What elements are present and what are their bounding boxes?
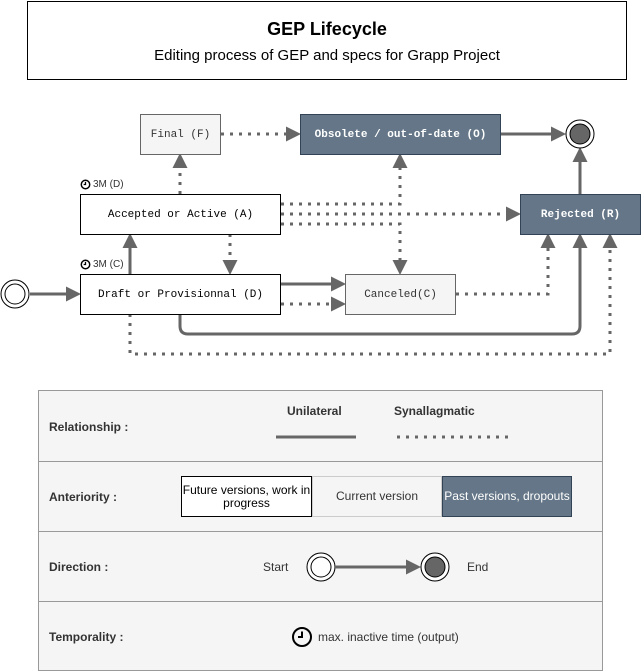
legend-anteriority-row: Anteriority : Future versions, work in p… (39, 461, 602, 531)
anteriority-past-box: Past versions, dropouts (442, 476, 572, 517)
direction-start-label: Start (263, 560, 289, 574)
legend-temporality-row: Temporality : max. inactive time (output… (39, 601, 602, 672)
direction-label: Direction : (49, 560, 109, 574)
relationship-line-samples (276, 435, 511, 439)
draft-timer: 3M (C) (80, 259, 124, 270)
draft-to-rejected-dotted-arrow (128, 233, 618, 356)
accepted-timer-label: 3M (D) (93, 179, 124, 190)
state-canceled: Canceled(C) (345, 274, 456, 315)
legend-direction-row: Direction : Start End (39, 531, 602, 601)
legend-relationship-row: Relationship : Unilateral Synallagmatic (39, 391, 602, 461)
end-node (565, 119, 595, 149)
lifecycle-connectors (0, 119, 618, 356)
relationship-label: Relationship : (49, 420, 129, 434)
anteriority-current-box: Current version (312, 476, 442, 517)
synallagmatic-label: Synallagmatic (394, 404, 475, 418)
clock-icon (80, 259, 91, 270)
start-node-sample (306, 552, 336, 582)
unilateral-label: Unilateral (287, 404, 342, 418)
state-draft: Draft or Provisionnal (D) (80, 274, 281, 315)
clock-icon (292, 627, 312, 647)
anteriority-label: Anteriority : (49, 490, 118, 504)
end-node-sample (420, 552, 450, 582)
state-obsolete: Obsolete / out-of-date (O) (300, 114, 501, 155)
temporality-text: max. inactive time (output) (318, 630, 459, 644)
canceled-to-rejected-arrow (456, 233, 556, 296)
diagram-title: GEP Lifecycle (267, 19, 387, 39)
state-rejected: Rejected (R) (520, 194, 641, 235)
draft-to-rejected-arrow (178, 233, 588, 336)
legend-panel: Relationship : Unilateral Synallagmatic … (38, 390, 603, 671)
diagram-header: GEP Lifecycle Editing process of GEP and… (27, 1, 627, 80)
accepted-to-canceled-arrow (281, 222, 408, 275)
direction-sample (306, 552, 450, 582)
temporality-label: Temporality : (49, 630, 124, 644)
state-accepted: Accepted or Active (A) (80, 194, 281, 235)
accepted-to-obsolete-arrow (281, 153, 408, 206)
anteriority-future-box: Future versions, work in progress (181, 476, 312, 517)
accepted-timer: 3M (D) (80, 179, 124, 190)
state-final: Final (F) (140, 114, 221, 155)
clock-icon (80, 179, 91, 190)
start-node (0, 279, 30, 309)
draft-timer-label: 3M (C) (93, 259, 124, 270)
diagram-subtitle: Editing process of GEP and specs for Gra… (154, 47, 500, 64)
direction-end-label: End (467, 560, 489, 574)
